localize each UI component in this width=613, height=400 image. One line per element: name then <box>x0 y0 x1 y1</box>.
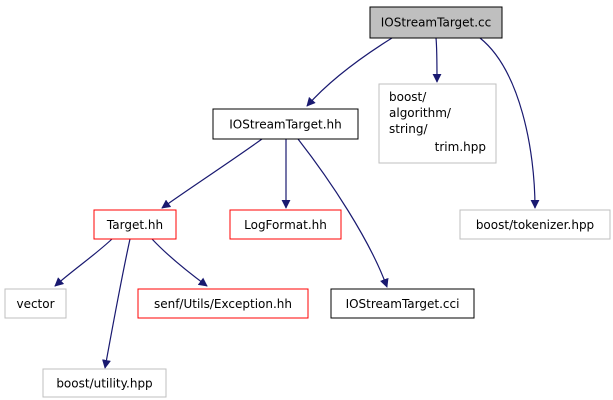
node-logformat-hh[interactable]: LogFormat.hh <box>229 209 342 240</box>
edges <box>54 37 540 369</box>
node-label-line-4: trim.hpp <box>435 140 486 154</box>
node-target-hh[interactable]: Target.hh <box>93 209 177 240</box>
edge-root-to-hh <box>306 37 393 107</box>
node-label-line-2: algorithm/ <box>389 106 452 120</box>
edge-hh-to-cci <box>297 138 389 288</box>
node-boost-utility-hpp[interactable]: boost/utility.hpp <box>42 368 167 398</box>
node-iostreamtarget-cci[interactable]: IOStreamTarget.cci <box>330 288 475 319</box>
node-boost-tokenizer-hpp[interactable]: boost/tokenizer.hpp <box>459 209 611 240</box>
edge-target-to-utility <box>102 238 131 369</box>
edge-target-to-vector <box>54 238 113 287</box>
node-label: senf/Utils/Exception.hh <box>154 297 292 311</box>
node-boost-algorithm-string-trim-hpp[interactable]: boost/ algorithm/ string/ trim.hpp <box>378 83 497 164</box>
node-label: boost/utility.hpp <box>56 377 152 391</box>
edge-root-to-trim <box>432 37 442 83</box>
node-label: vector <box>16 297 54 311</box>
node-label: IOStreamTarget.hh <box>229 118 342 132</box>
edge-target-to-exception <box>151 238 208 287</box>
node-senf-utils-exception-hh[interactable]: senf/Utils/Exception.hh <box>137 288 309 319</box>
node-label: Target.hh <box>106 218 163 232</box>
node-label: IOStreamTarget.cc <box>381 16 492 30</box>
node-iostreamtarget-cc[interactable]: IOStreamTarget.cc <box>369 6 503 39</box>
node-iostreamtarget-hh[interactable]: IOStreamTarget.hh <box>212 108 359 140</box>
node-vector[interactable]: vector <box>4 288 67 319</box>
node-label-line-3: string/ <box>389 122 428 136</box>
node-label: IOStreamTarget.cci <box>346 297 460 311</box>
edge-hh-to-target <box>161 138 263 209</box>
edge-root-to-tokenizer <box>479 37 540 209</box>
node-label: LogFormat.hh <box>244 218 327 232</box>
node-label-line-1: boost/ <box>389 90 427 104</box>
node-label: boost/tokenizer.hpp <box>476 218 594 232</box>
